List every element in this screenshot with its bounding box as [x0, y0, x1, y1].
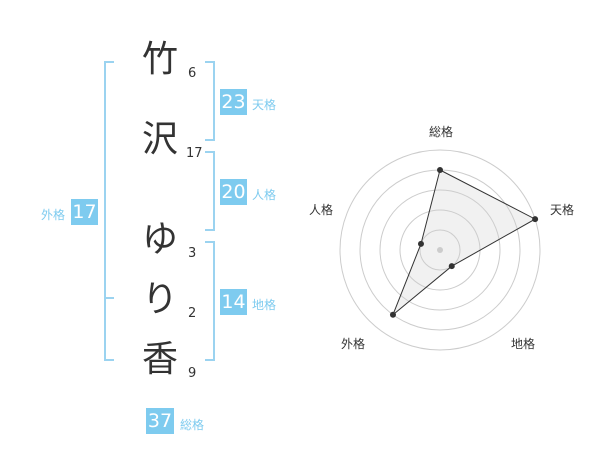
radar-label-tenkaku: 天格 — [550, 203, 575, 217]
radar-ring — [419, 229, 461, 271]
bracket-chikaku — [205, 241, 215, 361]
stroke-count-2: 17 — [186, 146, 203, 161]
bracket-gaikaku-tick — [104, 297, 114, 299]
tenkaku-value: 23 — [220, 89, 247, 115]
chikaku-value: 14 — [220, 289, 247, 315]
chikaku-label: 地格 — [252, 298, 277, 312]
gaikaku-label: 外格 — [41, 208, 66, 222]
stroke-count-1: 6 — [188, 66, 197, 81]
radar-label-soukaku: 総格 — [429, 125, 454, 139]
soukaku-value: 37 — [146, 408, 174, 434]
radar-label-gaikaku: 外格 — [341, 337, 366, 351]
radar-point-1 — [437, 167, 443, 173]
gaikaku-value: 17 — [71, 199, 98, 225]
name-char-5: 香 — [142, 339, 179, 380]
radar-point-3 — [448, 263, 455, 270]
name-char-4: り — [142, 279, 179, 320]
radar-ring — [339, 149, 541, 351]
stroke-count-5: 9 — [188, 366, 197, 381]
jinkaku-label: 人格 — [252, 188, 277, 202]
radar-label-chikaku: 地格 — [511, 337, 536, 351]
name-char-2: 沢 — [142, 119, 179, 160]
bracket-jinkaku — [205, 151, 215, 231]
name-char-1: 竹 — [142, 39, 179, 80]
soukaku-label: 総格 — [180, 418, 205, 432]
jinkaku-value: 20 — [220, 179, 247, 205]
radar-area — [392, 169, 537, 316]
radar-label-jinkaku: 人格 — [309, 203, 334, 217]
radar-point-4 — [389, 311, 396, 318]
radar-center-dot — [437, 247, 443, 253]
stroke-count-3: 3 — [188, 246, 197, 261]
radar-point-5 — [417, 240, 424, 247]
stroke-count-4: 2 — [188, 306, 197, 321]
radar-point-2 — [532, 216, 539, 223]
bracket-tenkaku — [205, 61, 215, 141]
tenkaku-label: 天格 — [252, 98, 277, 112]
name-char-3: ゆ — [142, 219, 179, 260]
bracket-gaikaku — [104, 61, 114, 361]
radar-ring — [379, 189, 501, 311]
